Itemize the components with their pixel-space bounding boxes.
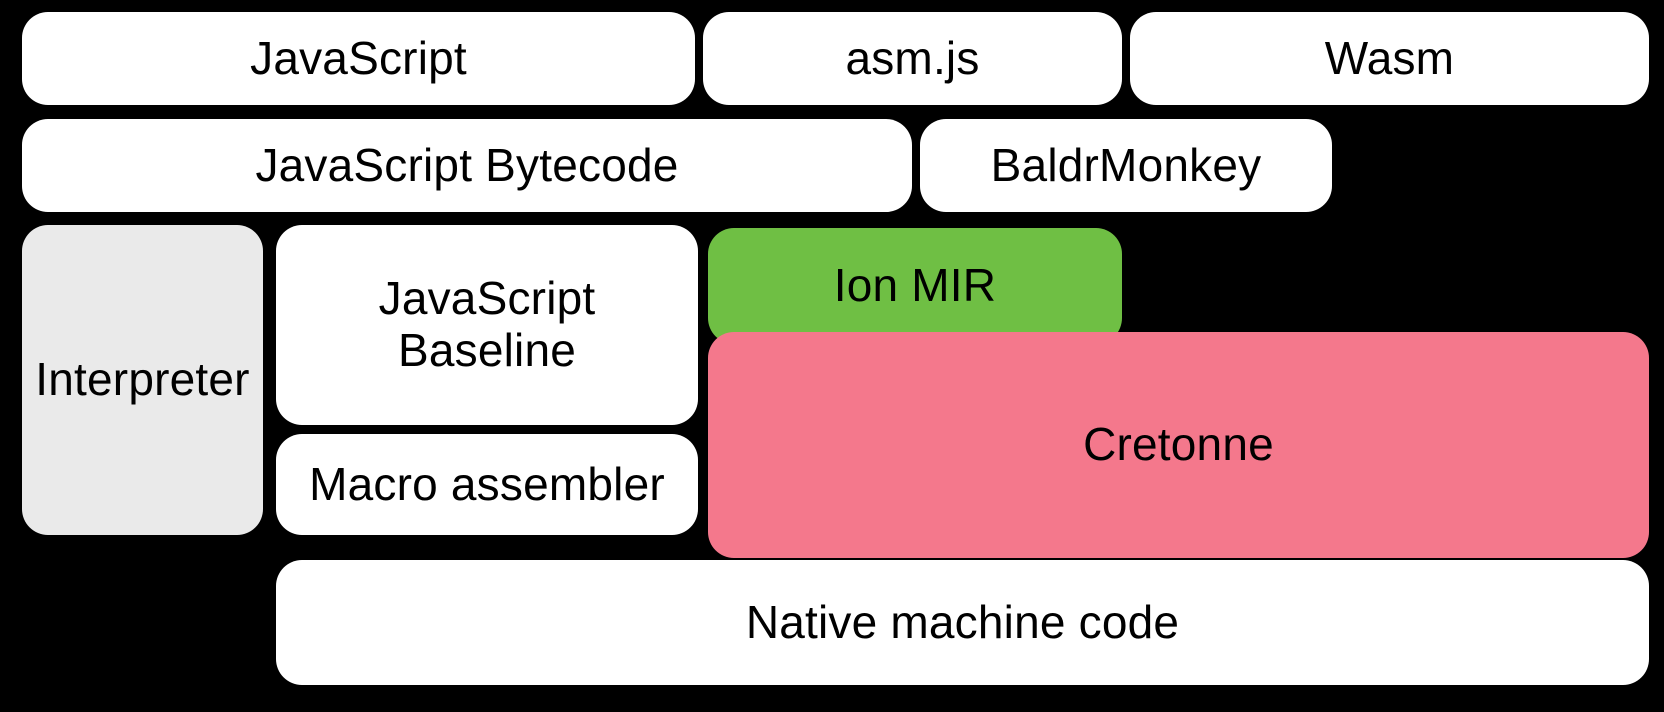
box-baldrmonkey: BaldrMonkey — [920, 119, 1332, 212]
box-javascript-baseline: JavaScript Baseline — [276, 225, 698, 425]
box-native-machine-code: Native machine code — [276, 560, 1649, 685]
box-macro-assembler: Macro assembler — [276, 434, 698, 535]
box-javascript-bytecode: JavaScript Bytecode — [22, 119, 912, 212]
box-javascript: JavaScript — [22, 12, 695, 105]
box-asmjs: asm.js — [703, 12, 1122, 105]
box-cretonne: Cretonne — [708, 332, 1649, 558]
box-ion-mir: Ion MIR — [708, 228, 1122, 344]
box-interpreter: Interpreter — [22, 225, 263, 535]
box-wasm: Wasm — [1130, 12, 1649, 105]
